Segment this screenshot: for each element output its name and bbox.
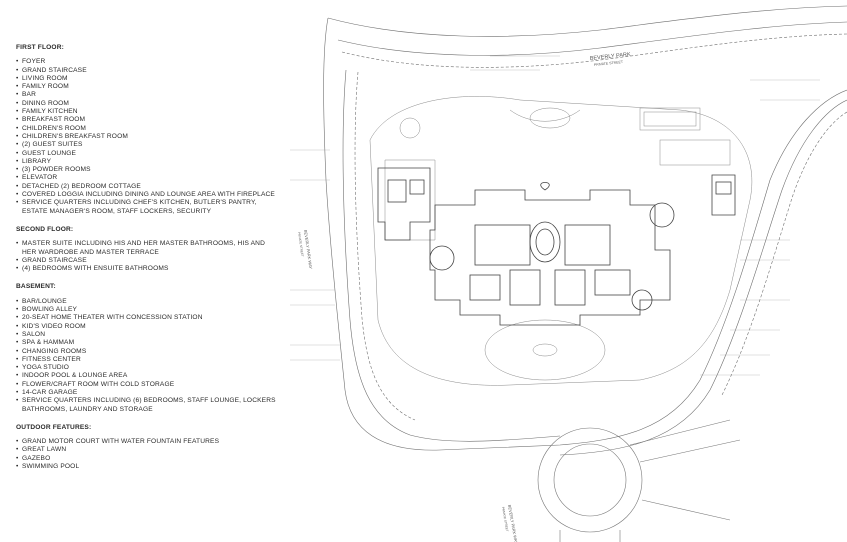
grounds [369, 96, 753, 386]
cul-de-sac [537, 419, 741, 542]
list-item: ELEVATOR [16, 174, 278, 183]
road-label-bottom: BEVERLY PARK WAY [507, 504, 519, 542]
section-title: SECOND FLOOR: [16, 225, 74, 233]
list-item: GREAT LAWN [16, 446, 278, 455]
list-item: INDOOR POOL & LOUNGE AREA [16, 372, 278, 381]
list-item: (3) POWDER ROOMS [16, 166, 278, 175]
list-item: BREAKFAST ROOM [16, 116, 278, 125]
list-item: GUEST LOUNGE [16, 150, 278, 159]
list-item: BAR/LOUNGE [16, 298, 278, 307]
item-list: GRAND MOTOR COURT WITH WATER FOUNTAIN FE… [16, 438, 278, 471]
legend-section-outdoor: OUTDOOR FEATURES: GRAND MOTOR COURT WITH… [16, 423, 278, 472]
legend-section-second-floor: SECOND FLOOR: MASTER SUITE INCLUDING HIS… [16, 225, 278, 274]
detail-lines [290, 55, 820, 376]
list-item: BOWLING ALLEY [16, 306, 278, 315]
list-item: FITNESS CENTER [16, 356, 278, 365]
list-item: FLOWER/CRAFT ROOM WITH COLD STORAGE [16, 381, 278, 390]
program-legend: FIRST FLOOR: FOYER GRAND STAIRCASE LIVIN… [16, 44, 278, 481]
item-list: MASTER SUITE INCLUDING HIS AND HER MASTE… [16, 240, 278, 273]
item-list: BAR/LOUNGE BOWLING ALLEY 20-SEAT HOME TH… [16, 298, 278, 414]
list-item: (4) BEDROOMS WITH ENSUITE BATHROOMS [16, 265, 278, 274]
site-boundary [323, 5, 847, 456]
section-title: FIRST FLOOR: [16, 44, 64, 51]
list-item: FAMILY ROOM [16, 83, 278, 92]
list-item: KID'S VIDEO ROOM [16, 323, 278, 332]
list-item: BAR [16, 91, 278, 100]
list-item: LIBRARY [16, 158, 278, 167]
list-item: GRAND STAIRCASE [16, 67, 278, 76]
list-item: DETACHED (2) BEDROOM COTTAGE [16, 183, 278, 192]
road-labels: BEVERLY PARK PRIVATE STREET BEVERLY PARK… [297, 52, 631, 542]
item-list: FOYER GRAND STAIRCASE LIVING ROOM FAMILY… [16, 58, 278, 216]
list-item: FAMILY KITCHEN [16, 108, 278, 117]
list-item: (2) GUEST SUITES [16, 141, 278, 150]
list-item: SPA & HAMMAM [16, 339, 278, 348]
list-item: SERVICE QUARTERS INCLUDING CHEF'S KITCHE… [16, 199, 278, 216]
section-title: OUTDOOR FEATURES: [16, 423, 92, 431]
list-item: COVERED LOGGIA INCLUDING DINING AND LOUN… [16, 191, 278, 200]
list-item: YOGA STUDIO [16, 364, 278, 373]
list-item: SALON [16, 331, 278, 340]
service-wing [711, 174, 736, 216]
road-label-left-sub: PRIVATE STREET [297, 232, 304, 258]
list-item: GRAND STAIRCASE [16, 257, 278, 266]
list-item: LIVING ROOM [16, 75, 278, 84]
list-item: GRAND MOTOR COURT WITH WATER FOUNTAIN FE… [16, 438, 278, 447]
list-item: GAZEBO [16, 455, 278, 464]
list-item: SWIMMING POOL [16, 463, 278, 472]
list-item: CHILDREN'S ROOM [16, 125, 278, 134]
road-label-bottom-sub: PRIVATE STREET [501, 506, 509, 532]
list-item: FOYER [16, 58, 278, 67]
legend-section-first-floor: FIRST FLOOR: FOYER GRAND STAIRCASE LIVIN… [16, 44, 278, 216]
road-label-top-sub: PRIVATE STREET [594, 60, 624, 67]
road-label-top: BEVERLY PARK [590, 52, 632, 62]
legend-section-basement: BASEMENT: BAR/LOUNGE BOWLING ALLEY 20-SE… [16, 283, 278, 413]
list-item: SERVICE QUARTERS INCLUDING (6) BEDROOMS,… [16, 397, 278, 414]
main-house [429, 182, 675, 326]
site-plan-drawing: BEVERLY PARK PRIVATE STREET BEVERLY PARK… [290, 5, 847, 542]
list-item: DINING ROOM [16, 100, 278, 109]
section-title: BASEMENT: [16, 283, 56, 291]
list-item: CHANGING ROOMS [16, 348, 278, 357]
cottage [377, 167, 431, 241]
list-item: 14-CAR GARAGE [16, 389, 278, 398]
list-item: 20-SEAT HOME THEATER WITH CONCESSION STA… [16, 314, 278, 323]
list-item: CHILDREN'S BREAKFAST ROOM [16, 133, 278, 142]
list-item: MASTER SUITE INCLUDING HIS AND HER MASTE… [16, 240, 278, 257]
road-label-left: BEVERLY PARK WAY [303, 229, 314, 269]
